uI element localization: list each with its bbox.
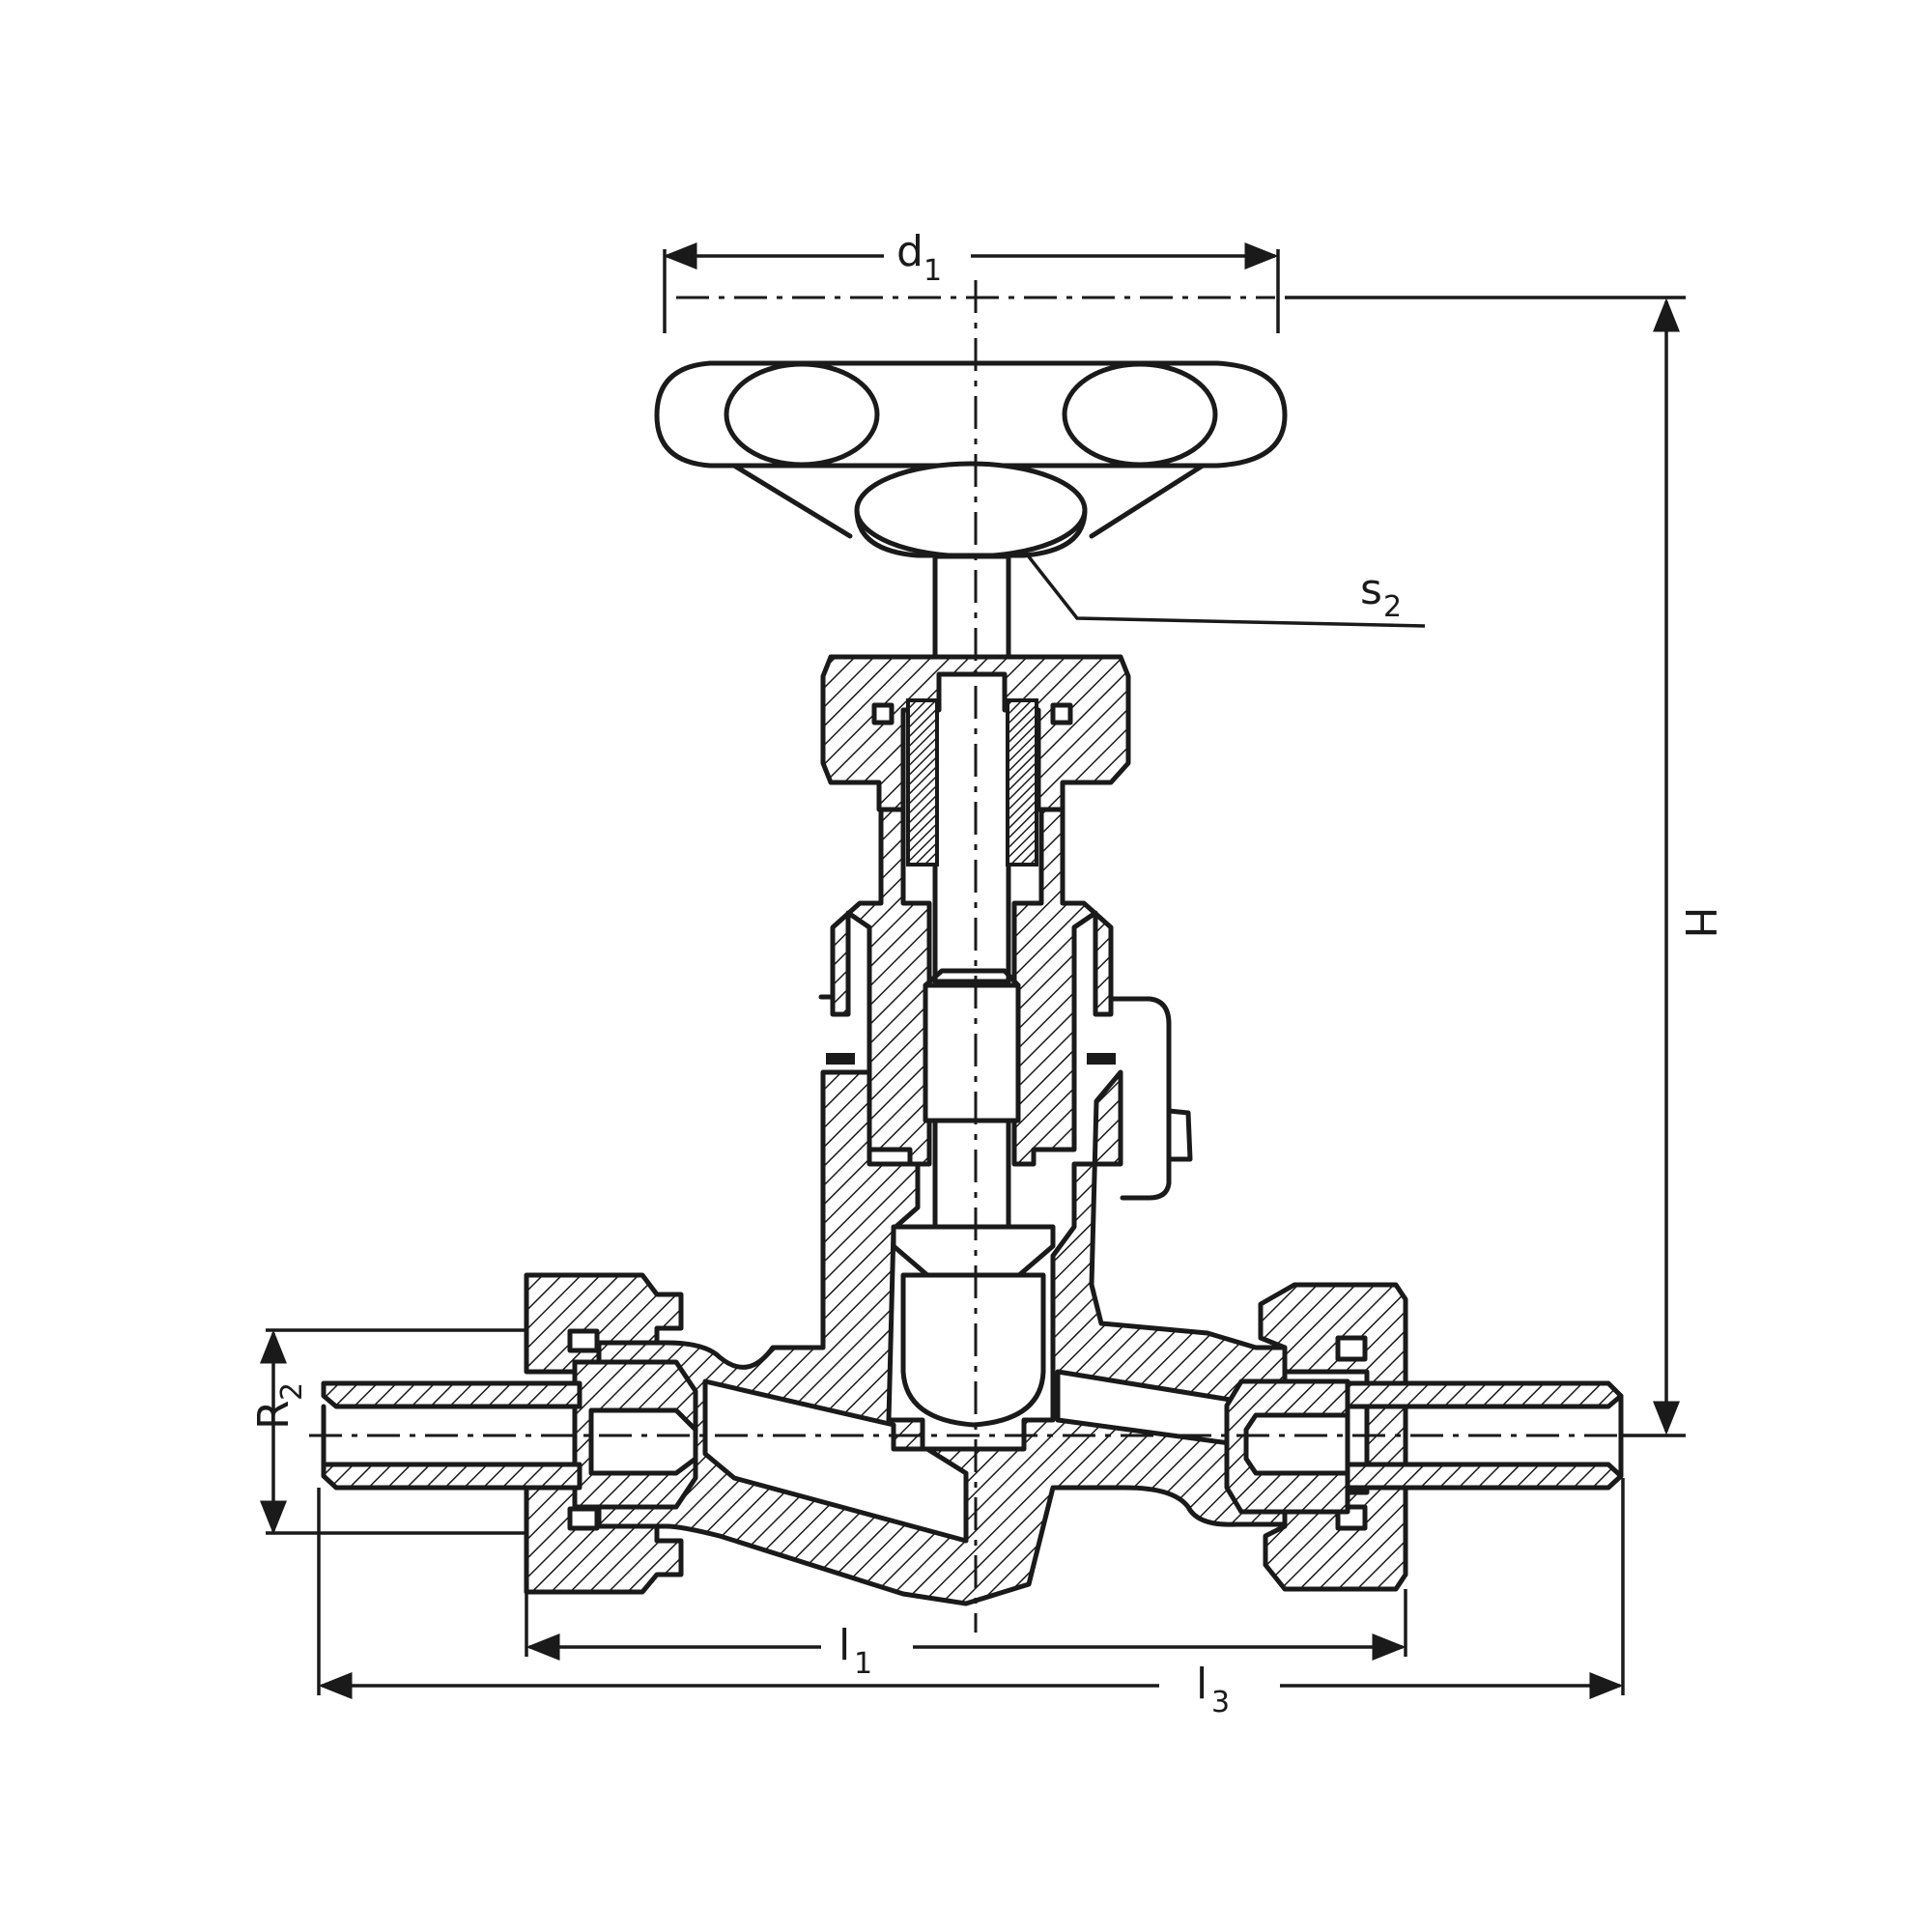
svg-text:s: s — [1360, 565, 1382, 614]
stem — [932, 554, 1011, 984]
label-d1: d 1 — [896, 227, 942, 288]
label-l1: l 1 — [838, 1621, 872, 1681]
svg-text:d: d — [896, 227, 923, 276]
svg-text:1: 1 — [854, 1647, 872, 1681]
label-r2: R 2 — [249, 1382, 309, 1430]
right-union — [1224, 1282, 1624, 1592]
svg-text:2: 2 — [275, 1382, 309, 1401]
label-h: H — [1675, 906, 1724, 938]
svg-text:2: 2 — [1383, 590, 1402, 624]
svg-text:R: R — [249, 1400, 298, 1430]
svg-text:H: H — [1675, 906, 1724, 938]
center-lines — [309, 280, 1642, 1633]
svg-text:l: l — [1196, 1660, 1208, 1709]
svg-text:3: 3 — [1211, 1686, 1230, 1719]
handwheel — [654, 360, 1288, 559]
svg-text:1: 1 — [923, 254, 942, 288]
label-s2: s 2 — [1360, 565, 1402, 624]
dimension-lines — [260, 242, 1686, 1699]
valve-body — [596, 1069, 1288, 1606]
svg-text:l: l — [838, 1621, 850, 1670]
left-union — [321, 1272, 698, 1595]
bonnet-nut — [820, 654, 1131, 867]
label-l3: l 3 — [1196, 1660, 1230, 1719]
